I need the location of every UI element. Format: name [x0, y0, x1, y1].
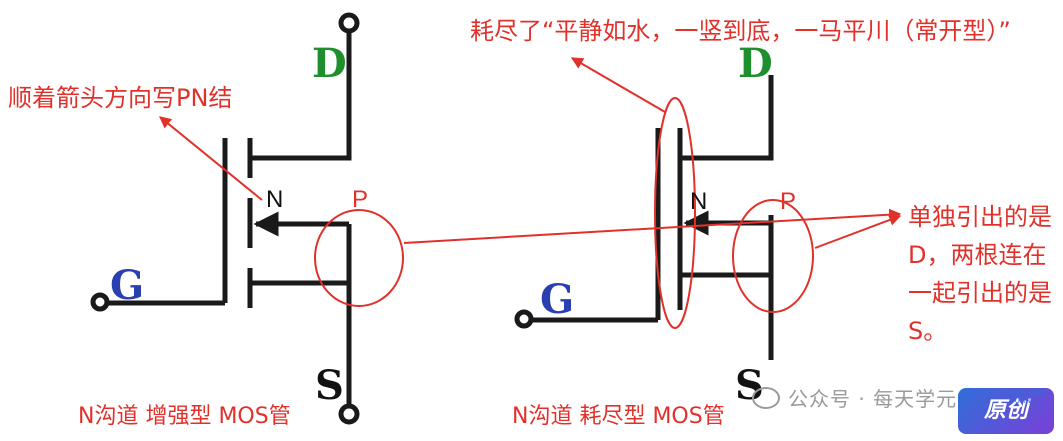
gate-label-right: G: [540, 276, 575, 323]
pn-pointer: [159, 116, 263, 201]
enhancement-mosfet-symbol: [90, 12, 360, 425]
pn-direction-annotation: 顺着箭头方向写PN结: [8, 84, 233, 112]
enhancement-caption: N沟道 增强型 MOS管: [78, 404, 291, 429]
drain-label-left: D: [312, 40, 347, 87]
channel-ellipse: [654, 97, 696, 329]
depletion-pointer: [570, 57, 666, 113]
lead-out-annotation: 单独引出的是D，两根连在一起引出的是S。: [908, 203, 1052, 345]
p-region-label-left: P: [352, 186, 369, 213]
n-region-label-right: N: [690, 188, 708, 215]
gate-terminal: [90, 292, 110, 312]
source-label-left: S: [315, 362, 344, 409]
watermark: 公众号 · 每天学元件: [752, 383, 978, 412]
lead-pointer-right: [814, 214, 902, 249]
p-region-label-right: P: [780, 188, 797, 215]
source-terminal: [338, 403, 360, 425]
depletion-caption: N沟道 耗尽型 MOS管: [512, 404, 725, 429]
annotation-marks: [159, 57, 902, 329]
original-badge: 原创: [958, 388, 1054, 434]
drain-terminal: [338, 12, 360, 34]
lead-pointer-left: [403, 208, 902, 244]
depletion-annotation: 耗尽了“平静如水，一竖到底，一马平川（常开型）”: [470, 17, 1011, 45]
original-badge-sub: CHUANG YUAN: [1010, 389, 1044, 405]
gate-terminal-right: [514, 309, 534, 329]
drain-wire-right: [680, 75, 774, 161]
wechat-icon: [752, 387, 780, 409]
n-region-label-left: N: [266, 186, 284, 213]
watermark-text: 公众号 · 每天学元件: [788, 387, 979, 411]
drain-wire: [250, 31, 352, 161]
pn-circle-right: [732, 199, 814, 313]
drain-label-right: D: [738, 40, 773, 87]
gate-label-left: G: [110, 262, 145, 309]
pn-circle-left: [314, 209, 404, 307]
